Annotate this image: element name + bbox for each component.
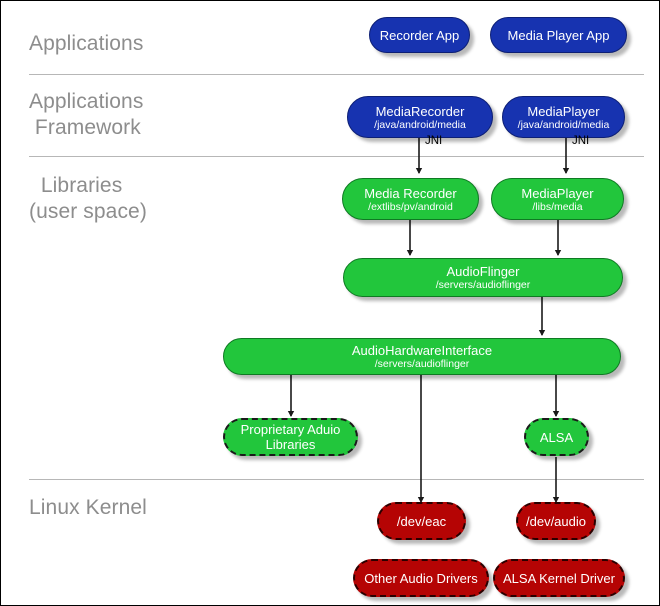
edge-label-jni-player: JNI xyxy=(572,135,590,147)
node-recorder-app[interactable]: Recorder App xyxy=(369,17,470,53)
node-audiohardwareinterface-title: AudioHardwareInterface xyxy=(351,343,493,358)
node-mediarecorder-framework-path: /java/android/media xyxy=(374,118,466,131)
node-media-recorder-lib[interactable]: Media Recorder /extlibs/pv/android xyxy=(342,178,479,220)
node-mediaplayer-lib-path: /libs/media xyxy=(532,200,583,213)
node-audioflinger[interactable]: AudioFlinger /servers/audioflinger xyxy=(343,258,623,297)
node-dev-eac-title: /dev/eac xyxy=(396,513,447,529)
layer-label-kernel: Linux Kernel xyxy=(29,496,147,519)
node-media-player-app-title: Media Player App xyxy=(507,27,610,43)
node-audiohardwareinterface-path: /servers/audioflinger xyxy=(374,358,470,370)
node-dev-eac[interactable]: /dev/eac xyxy=(377,502,466,540)
node-media-recorder-lib-title: Media Recorder xyxy=(364,185,457,201)
divider-kernel xyxy=(29,479,644,480)
node-alsa-title: ALSA xyxy=(539,429,574,445)
node-recorder-app-title: Recorder App xyxy=(379,27,460,43)
layer-label-framework: Applications Framework xyxy=(29,90,144,139)
node-mediaplayer-framework[interactable]: MediaPlayer /java/android/media xyxy=(502,96,625,138)
node-mediaplayer-lib[interactable]: MediaPlayer /libs/media xyxy=(491,178,624,220)
edge-label-jni-recorder: JNI xyxy=(425,135,443,147)
node-audioflinger-path: /servers/audioflinger xyxy=(435,279,531,291)
node-mediarecorder-framework[interactable]: MediaRecorder /java/android/media xyxy=(347,96,493,138)
node-mediaplayer-lib-title: MediaPlayer xyxy=(521,185,594,201)
node-audiohardwareinterface[interactable]: AudioHardwareInterface /servers/audiofli… xyxy=(223,338,621,375)
divider-applications xyxy=(29,74,644,75)
divider-framework xyxy=(29,156,644,157)
node-dev-audio-title: /dev/audio xyxy=(526,513,586,529)
node-proprietary-audio-libraries-title: Proprietary Aduio xyxy=(240,422,341,437)
node-audioflinger-title: AudioFlinger xyxy=(446,264,520,279)
node-mediarecorder-framework-title: MediaRecorder xyxy=(375,103,465,119)
node-alsa-kernel-driver[interactable]: ALSA Kernel Driver xyxy=(493,559,625,597)
node-other-audio-drivers-title: Other Audio Drivers xyxy=(364,570,478,586)
node-media-player-app[interactable]: Media Player App xyxy=(490,17,627,53)
node-mediaplayer-framework-title: MediaPlayer xyxy=(527,103,600,119)
node-proprietary-audio-libraries[interactable]: Proprietary Aduio Libraries xyxy=(223,418,358,456)
node-alsa-kernel-driver-title: ALSA Kernel Driver xyxy=(503,570,615,586)
node-other-audio-drivers[interactable]: Other Audio Drivers xyxy=(353,559,489,597)
layer-label-applications: Applications xyxy=(29,32,144,55)
node-media-recorder-lib-path: /extlibs/pv/android xyxy=(368,200,453,213)
layer-label-libraries: Libraries (user space) xyxy=(29,174,147,223)
node-mediaplayer-framework-path: /java/android/media xyxy=(517,118,610,131)
node-proprietary-audio-libraries-line2: Libraries xyxy=(265,437,316,452)
node-dev-audio[interactable]: /dev/audio xyxy=(516,502,596,540)
node-alsa[interactable]: ALSA xyxy=(524,418,589,456)
